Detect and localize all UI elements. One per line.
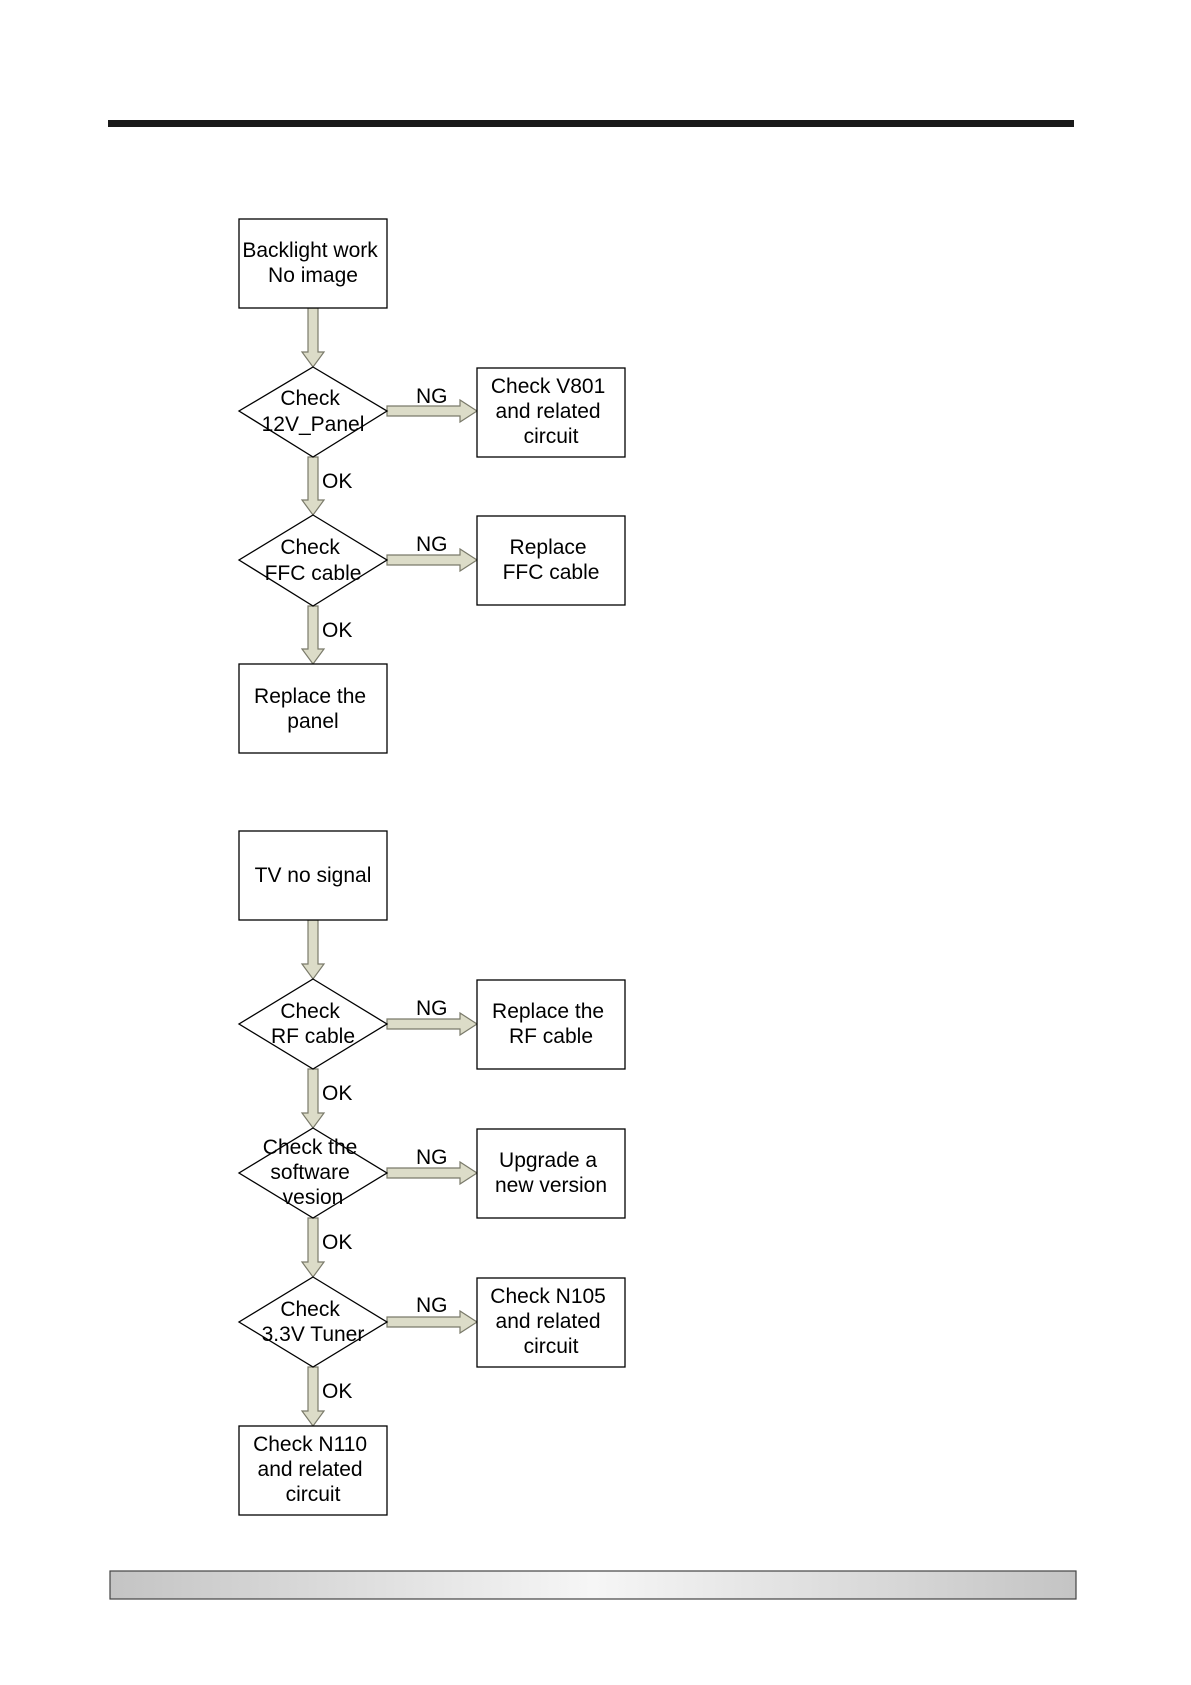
action-replace-ffc-cable xyxy=(476,515,626,606)
ng-label: NG xyxy=(416,533,448,556)
ok-label: OK xyxy=(322,1380,352,1403)
arrow-right-ng-1 xyxy=(386,1011,479,1037)
start-box-label: TV no signal xyxy=(255,864,372,887)
action-upgrade-version xyxy=(476,1128,626,1219)
action-label: Check N105 and related circuit xyxy=(490,1285,611,1358)
ok-label: OK xyxy=(322,619,352,642)
ok-label: OK xyxy=(322,1231,352,1254)
decision-check-ffc-cable xyxy=(237,514,389,607)
decision-label: Check FFC cable xyxy=(265,536,362,585)
ng-label: NG xyxy=(416,997,448,1020)
decision-label: Check 3.3V Tuner xyxy=(262,1298,365,1346)
decision-check-12v-panel xyxy=(237,366,389,458)
arrow-down-1 xyxy=(300,307,326,369)
arrow-right-ng-1 xyxy=(386,398,479,424)
start-box-label: Backlight work No image xyxy=(242,239,383,287)
action-label: Replace the RF cable xyxy=(492,1000,610,1048)
ng-label: NG xyxy=(416,385,448,408)
footer-bar xyxy=(109,1570,1077,1600)
end-label: Check N110 and related circuit xyxy=(253,1433,373,1506)
arrow-right-ng-3 xyxy=(386,1309,479,1335)
action-label: Upgrade a new version xyxy=(495,1149,607,1197)
action-check-v801 xyxy=(476,367,626,458)
ng-label: NG xyxy=(416,1294,448,1317)
arrow-down-ok-1 xyxy=(300,456,326,517)
decision-check-rf-cable xyxy=(237,978,389,1070)
action-label: Replace FFC cable xyxy=(503,536,600,584)
action-label: Check V801 and related circuit xyxy=(491,375,611,448)
arrow-right-ng-2 xyxy=(386,547,479,573)
action-check-n105 xyxy=(476,1277,626,1368)
start-box xyxy=(238,218,388,309)
end-label: Replace the panel xyxy=(254,685,372,733)
arrow-down-ok-2 xyxy=(300,605,326,666)
end-check-n110 xyxy=(238,1425,388,1516)
start-box xyxy=(238,830,388,921)
end-replace-panel xyxy=(238,663,388,754)
arrow-right-ng-2 xyxy=(386,1160,479,1186)
ok-label: OK xyxy=(322,1082,352,1105)
decision-label: Check 12V_Panel xyxy=(262,387,365,436)
decision-check-software-version xyxy=(237,1127,389,1219)
flowchart-tv-no-signal: OK OK OK NG NG NG TV no signal Check RF … xyxy=(237,830,626,1516)
arrow-down-ok-1 xyxy=(300,1068,326,1130)
arrow-down-1 xyxy=(300,919,326,981)
ng-label: NG xyxy=(416,1146,448,1169)
decision-check-3v3-tuner xyxy=(237,1276,389,1368)
decision-label: Check the software vesion xyxy=(263,1136,363,1209)
header-rule xyxy=(108,120,1074,127)
ok-label: OK xyxy=(322,470,352,493)
arrow-down-ok-2 xyxy=(300,1217,326,1279)
decision-label: Check RF cable xyxy=(271,1000,355,1048)
action-replace-rf-cable xyxy=(476,979,626,1070)
arrow-down-ok-3 xyxy=(300,1366,326,1428)
flowchart-backlight-no-image: OK OK NG NG Backlight work No image Chec… xyxy=(237,218,626,754)
